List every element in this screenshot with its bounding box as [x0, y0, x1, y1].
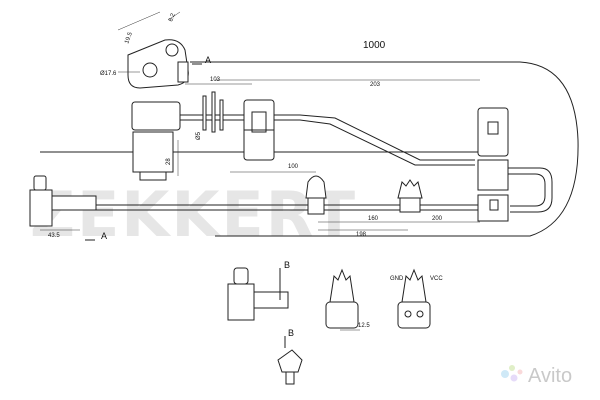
- detail-clip-b: B: [277, 328, 303, 385]
- section-a-bottom-label: A: [101, 231, 107, 241]
- dim-17-6: Ø17.6: [100, 71, 117, 77]
- clip-1: 100: [230, 164, 327, 215]
- dim-12-5: 12.5: [358, 323, 370, 329]
- cable-u-loop-inner: [505, 173, 546, 207]
- clip-2-base: [399, 197, 421, 213]
- dim-43-5: 43.5: [48, 233, 60, 239]
- clip-1-base: [307, 197, 325, 215]
- bracket-small-hole: [165, 43, 179, 57]
- cable-outer-loop: [190, 61, 579, 237]
- connector-body: [29, 189, 53, 227]
- avito-logo: Avito: [501, 365, 572, 387]
- clip-b-head: [277, 349, 303, 373]
- washer-1: [202, 95, 207, 131]
- avito-dot-purple: [510, 374, 518, 382]
- clip-1-head: [305, 175, 327, 199]
- avito-wordmark: Avito: [528, 365, 572, 387]
- dim-6-2-line: [167, 11, 181, 21]
- detail-connector-front-2: GND VCC: [390, 268, 443, 329]
- clip-b-stem: [285, 371, 295, 385]
- washer-3: [219, 99, 224, 131]
- cable-upper: [180, 114, 475, 161]
- right-bracket-bottom-hole: [489, 199, 499, 211]
- clip-2-head: [397, 179, 423, 199]
- detail-connector-side: B: [227, 260, 290, 321]
- dim-19-5: 19.5: [124, 31, 134, 45]
- bracket-hole: [142, 62, 158, 78]
- sensor-tip: [139, 171, 167, 181]
- sensor-head-body: [132, 131, 174, 173]
- detail-body: [227, 283, 255, 321]
- cable-u-loop: [505, 167, 553, 213]
- detail-boot: [253, 291, 289, 309]
- section-b-label-2: B: [288, 328, 294, 338]
- dim-200: 200: [432, 216, 443, 222]
- clip-2: [397, 179, 423, 213]
- sensor-head: 28: [131, 101, 181, 181]
- total-length-label: 1000: [363, 40, 386, 51]
- right-bracket: [477, 107, 509, 222]
- pin-vcc-label: VCC: [430, 276, 443, 282]
- left-connector: 43.5: [29, 175, 97, 239]
- connector-boot: [51, 195, 97, 211]
- washer-2: [211, 91, 216, 133]
- dim-203: 203: [370, 82, 381, 88]
- cable-clamp: [243, 99, 275, 161]
- front-1-body: [325, 301, 359, 329]
- right-bracket-mid: [477, 159, 509, 191]
- front-2-body: [397, 301, 431, 329]
- section-b-label-1: B: [284, 260, 290, 270]
- sensor-head-top: [131, 101, 181, 131]
- dim-19-5-line: [117, 11, 161, 31]
- pin-gnd: [404, 310, 412, 318]
- dim-198: 198: [356, 232, 367, 238]
- dim-5: Ø5: [196, 131, 202, 140]
- dim-103: 103: [210, 77, 221, 83]
- pin-vcc: [416, 310, 424, 318]
- dim-100: 100: [288, 164, 299, 170]
- dim-28: 28: [166, 158, 172, 165]
- bracket-tab: [177, 61, 189, 83]
- brand-watermark: ZEKKERT: [30, 178, 357, 251]
- right-bracket-hole: [487, 121, 499, 135]
- connector-latch: [33, 175, 47, 191]
- avito-dot-green: [509, 365, 515, 371]
- front-2-top: [401, 268, 427, 303]
- pin-gnd-label: GND: [390, 276, 404, 282]
- grommet-washers: 103 Ø5: [185, 77, 252, 140]
- cable-upper-2: [180, 119, 475, 166]
- dim-160: 160: [368, 216, 379, 222]
- front-1-top: [329, 268, 355, 303]
- detail-latch: [233, 267, 249, 285]
- sensor-bracket-view: 19.5 6.2 Ø17.6: [100, 11, 189, 89]
- detail-connector-front-1: 12.5: [325, 268, 370, 331]
- clamp-slot: [251, 111, 267, 133]
- avito-dot-red: [517, 369, 523, 375]
- dim-6-2: 6.2: [168, 12, 177, 23]
- section-a-top-label: A: [205, 55, 211, 65]
- avito-dot-blue: [501, 370, 509, 378]
